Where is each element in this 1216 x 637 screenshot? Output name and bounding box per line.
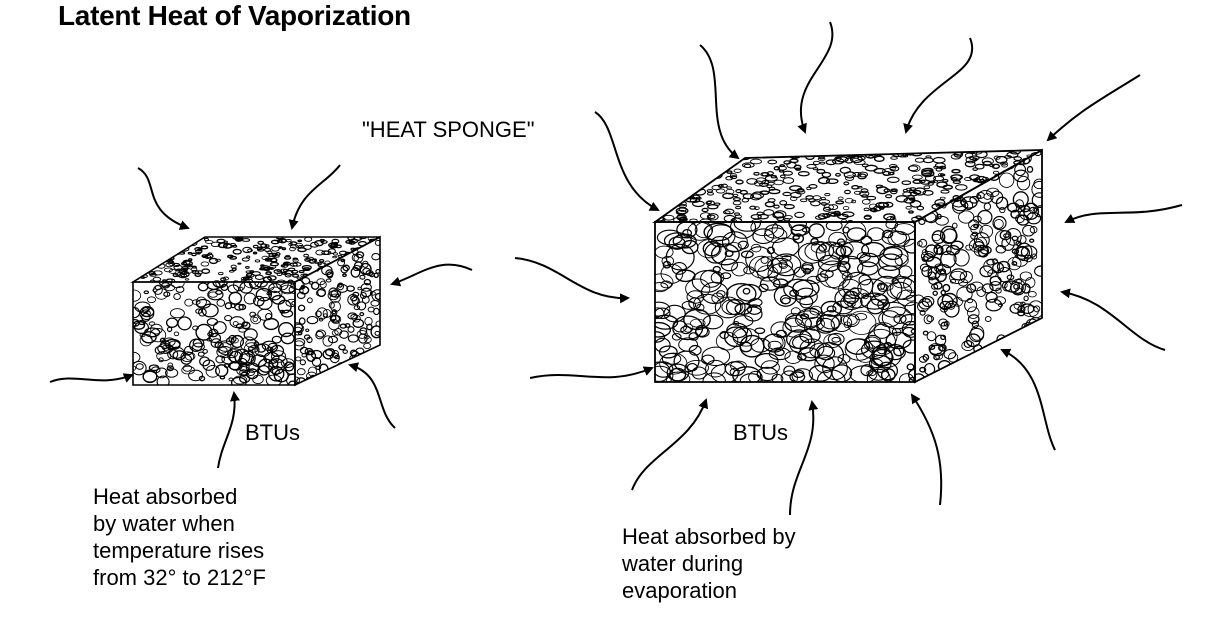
left-btus-label: BTUs [245,420,300,445]
heat-arrow [699,44,740,160]
heat-arrow [789,400,819,516]
large-sponge-block [652,148,1043,384]
heat-arrow [1000,348,1056,451]
heat-arrow [631,398,709,491]
left-caption-line: temperature rises [93,538,265,563]
right-btus-label: BTUs [733,420,788,445]
large-sponge-front-face [654,221,916,383]
heat-sponge-label: "HEAT SPONGE" [362,117,535,142]
large-sponge-top-face [652,149,1043,223]
heat-arrow [49,373,134,383]
left-caption-line: by water when [93,511,235,536]
left-caption: Heat absorbed by water when temperature … [93,483,266,591]
small-sponge-block [130,235,381,387]
small-sponge-front-face [132,281,296,386]
diagram-title: Latent Heat of Vaporization [58,0,411,31]
left-caption-line: Heat absorbed [93,484,238,509]
heat-arrow [137,167,190,230]
heat-arrow [594,111,660,211]
small-sponge-heat-arrows [49,164,473,469]
heat-arrow [390,263,473,287]
large-sponge-side-face [914,148,1043,384]
right-caption: Heat absorbed by water during evaporatio… [622,523,796,604]
heat-arrow [910,393,943,506]
heat-arrow [797,21,834,134]
heat-arrow [529,366,654,379]
heat-arrow [348,362,396,429]
heat-arrow [217,391,240,469]
heat-arrow [514,257,630,304]
heat-arrow [288,164,341,230]
heat-arrow [1064,204,1183,223]
left-caption-line: from 32° to 212°F [93,565,266,590]
right-caption-line: water during [622,551,744,576]
right-caption-line: evaporation [622,578,737,603]
large-sponge-heat-arrows [514,21,1183,516]
heat-arrow [1060,288,1166,351]
heat-arrow [903,37,974,134]
right-caption-line: Heat absorbed by [622,524,796,549]
heat-arrow [1046,74,1141,142]
